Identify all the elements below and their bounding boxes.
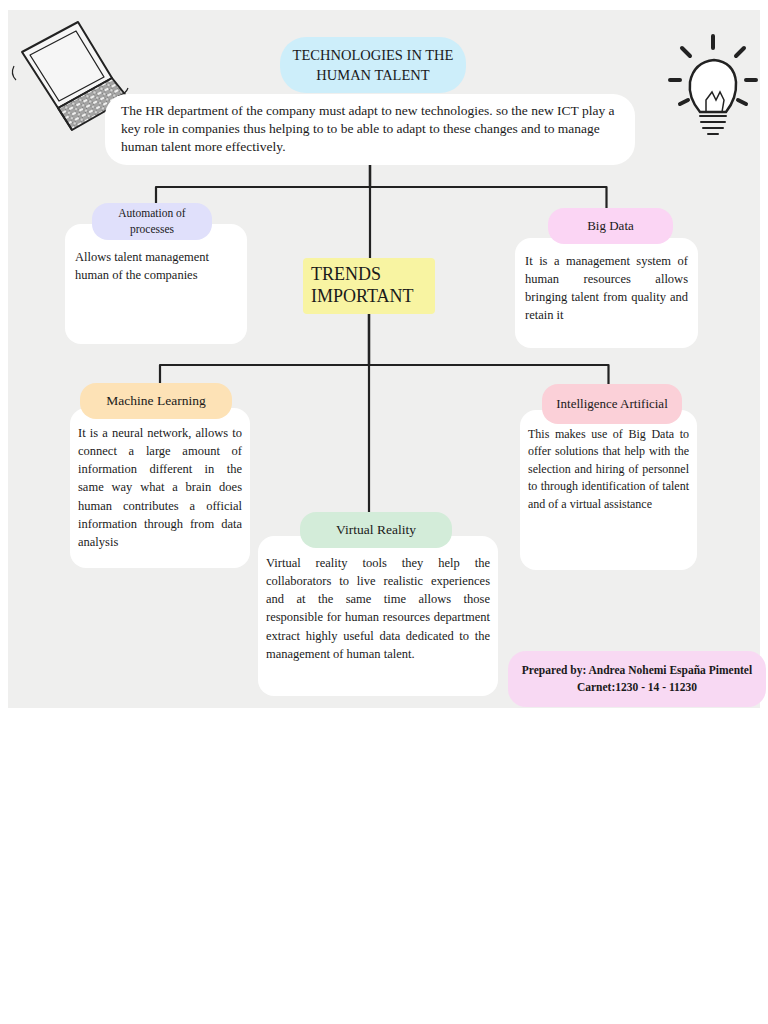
tree-connector <box>368 314 370 512</box>
tree-connector <box>369 165 371 258</box>
box-text: TRENDS IMPORTANT <box>311 264 427 307</box>
body-text: Allows talent management human of the co… <box>75 248 237 284</box>
body-text: Virtual reality tools they help the coll… <box>266 554 490 663</box>
heading-text: Automation of processes <box>100 206 204 237</box>
box-text: Carnet:1230 - 14 - 11230 <box>514 679 760 696</box>
trend-card: Intelligence ArtificialThis makes use of… <box>520 384 697 570</box>
tree-connector <box>370 165 607 208</box>
trend-card: Virtual RealityVirtual reality tools the… <box>258 512 498 696</box>
heading-pill: Big Data <box>548 208 673 244</box>
heading-text: Machine Learning <box>106 392 205 410</box>
card-body: This makes use of Big Data to offer solu… <box>520 410 697 570</box>
heading-text: Virtual Reality <box>336 521 416 539</box>
box-text: Prepared by: Andrea Nohemi España Piment… <box>514 662 760 679</box>
heading-pill: Automation of processes <box>92 203 212 240</box>
heading-text: Intelligence Artificial <box>556 395 668 413</box>
tree-connector <box>156 165 370 203</box>
body-text: This makes use of Big Data to offer solu… <box>528 426 689 513</box>
heading-pill: Machine Learning <box>80 383 232 419</box>
card-body: Allows talent management human of the co… <box>65 224 247 344</box>
trend-card: Big Data It is a management system of hum… <box>515 208 698 348</box>
text-box: Prepared by: Andrea Nohemi España Piment… <box>508 651 766 707</box>
card-body: It is a neural network, allows to connec… <box>70 408 250 568</box>
heading-pill: Virtual Reality <box>300 512 452 548</box>
text-box: The HR department of the company must ad… <box>105 94 635 165</box>
box-text: The HR department of the company must ad… <box>121 102 619 157</box>
card-body: It is a management system of human resou… <box>515 238 698 348</box>
heading-text: Big Data <box>587 217 634 235</box>
center-box: TRENDS IMPORTANT <box>303 258 435 314</box>
body-text: It is a neural network, allows to connec… <box>78 424 242 551</box>
card-body: Virtual reality tools they help the coll… <box>258 536 498 696</box>
body-text: It is a management system of human resou… <box>525 252 688 325</box>
title-pill: TECHNOLOGIES IN THE HUMAN TALENT <box>280 37 466 93</box>
lightbulb-icon <box>670 36 756 134</box>
trend-card: Automation of processesAllows talent man… <box>65 203 247 344</box>
heading-pill: Intelligence Artificial <box>542 384 682 424</box>
title-text: TECHNOLOGIES IN THE HUMAN TALENT <box>290 45 456 86</box>
paper-ground <box>8 10 760 708</box>
trend-card: Machine Learning It is a neural network, … <box>70 383 250 568</box>
